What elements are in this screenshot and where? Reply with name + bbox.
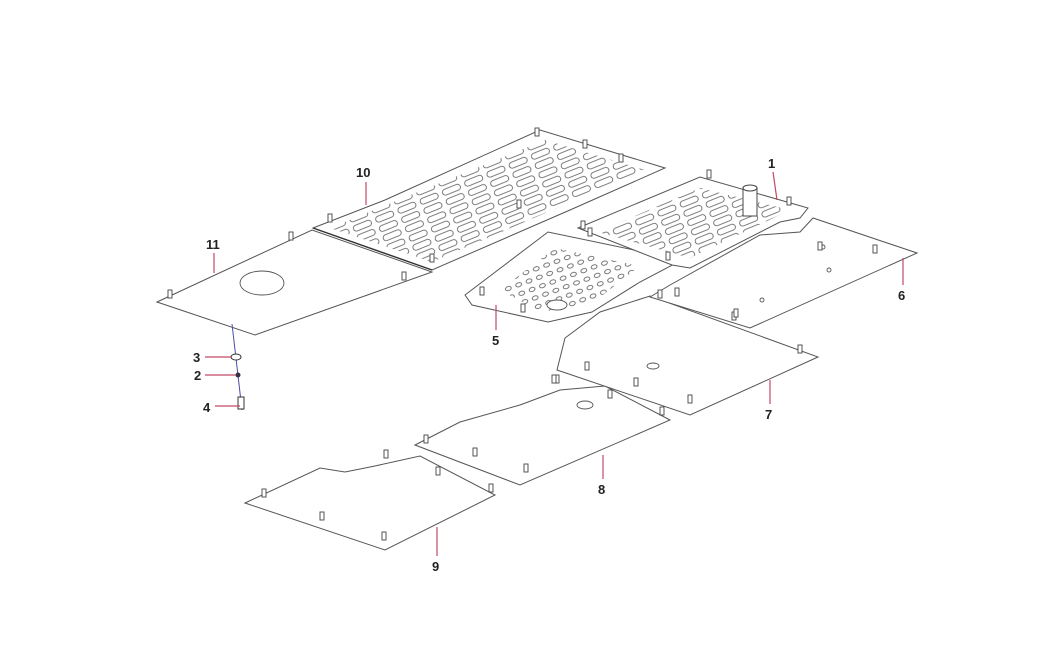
pin	[327, 213, 333, 223]
pin	[319, 511, 325, 521]
pin	[580, 220, 586, 230]
callout-4: 4	[203, 400, 211, 415]
pin	[657, 289, 663, 299]
plate-9	[243, 455, 497, 551]
pin	[551, 374, 557, 384]
callout-6: 6	[898, 288, 905, 303]
pin	[261, 488, 267, 498]
pin	[633, 377, 639, 387]
pin	[584, 361, 590, 371]
mounting-pins	[167, 127, 878, 541]
callout-8: 8	[598, 482, 605, 497]
pin	[435, 466, 441, 476]
pin	[401, 271, 407, 281]
pin	[429, 253, 435, 263]
pin	[665, 251, 671, 261]
plate-10	[311, 129, 667, 271]
pin	[523, 463, 529, 473]
pin	[516, 199, 522, 209]
pin	[872, 244, 878, 254]
fastener-stack	[230, 323, 245, 411]
bolt-4	[237, 396, 245, 410]
pin	[381, 531, 387, 541]
callout-10: 10	[356, 165, 370, 180]
washer-3	[230, 353, 242, 361]
leader-lines	[205, 171, 904, 556]
pin	[817, 241, 823, 251]
pin	[167, 289, 173, 299]
pin	[687, 394, 693, 404]
callout-1: 1	[768, 156, 775, 171]
plate-5	[464, 231, 684, 323]
pin	[786, 196, 792, 206]
pin	[520, 303, 526, 313]
plate-6	[648, 217, 919, 329]
pin	[488, 483, 494, 493]
plate-8	[413, 385, 672, 486]
callout-11: 11	[206, 237, 220, 252]
pin	[618, 153, 624, 163]
pin	[288, 231, 294, 241]
pin	[733, 308, 739, 318]
callout-2: 2	[194, 368, 201, 383]
pin	[607, 389, 613, 399]
pin	[472, 447, 478, 457]
plate-11	[155, 229, 434, 336]
plate-7	[556, 295, 820, 416]
callout-7: 7	[765, 407, 772, 422]
pin	[674, 287, 680, 297]
pin	[587, 227, 593, 237]
pin	[423, 434, 429, 444]
pin	[659, 406, 665, 416]
plate-1	[576, 176, 809, 269]
pin	[582, 139, 588, 149]
pin	[534, 127, 540, 137]
callout-5: 5	[492, 333, 499, 348]
callout-3: 3	[193, 350, 200, 365]
pin	[706, 169, 712, 179]
pin	[479, 286, 485, 296]
callout-9: 9	[432, 559, 439, 574]
pin	[383, 449, 389, 459]
nut-2	[235, 372, 241, 378]
pin	[797, 344, 803, 354]
